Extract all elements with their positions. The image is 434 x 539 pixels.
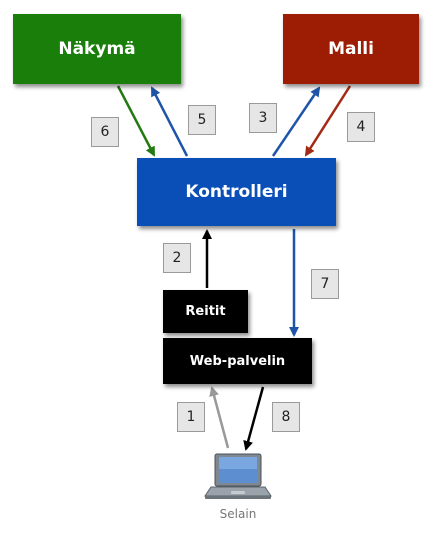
selain-label: Selain xyxy=(219,507,257,521)
kontrolleri-label: Kontrolleri xyxy=(185,182,288,202)
laptop-icon xyxy=(204,453,272,499)
webpalvelin-label: Web-palvelin xyxy=(189,353,286,369)
step-6: 6 xyxy=(91,117,119,147)
step-2: 2 xyxy=(163,243,191,273)
malli-label: Malli xyxy=(328,39,374,59)
step-5: 5 xyxy=(188,105,216,135)
reitit-label: Reitit xyxy=(185,304,226,319)
arrow-6 xyxy=(116,85,156,157)
step-7: 7 xyxy=(311,269,339,299)
step-8: 8 xyxy=(272,402,300,432)
step-1: 1 xyxy=(177,402,205,432)
arrow-5 xyxy=(150,86,189,157)
arrow-1 xyxy=(209,386,230,449)
malli-box: Malli xyxy=(283,14,419,84)
kontrolleri-box: Kontrolleri xyxy=(137,158,336,226)
reitit-box: Reitit xyxy=(163,290,248,333)
webpalvelin-box: Web-palvelin xyxy=(163,338,312,384)
step-4: 4 xyxy=(347,112,375,142)
arrow-8 xyxy=(243,386,265,451)
arrow-3 xyxy=(271,86,321,157)
arrow-4 xyxy=(304,85,352,157)
step-3: 3 xyxy=(249,103,277,133)
nakyma-label: Näkymä xyxy=(58,39,136,59)
nakyma-box: Näkymä xyxy=(13,14,181,84)
